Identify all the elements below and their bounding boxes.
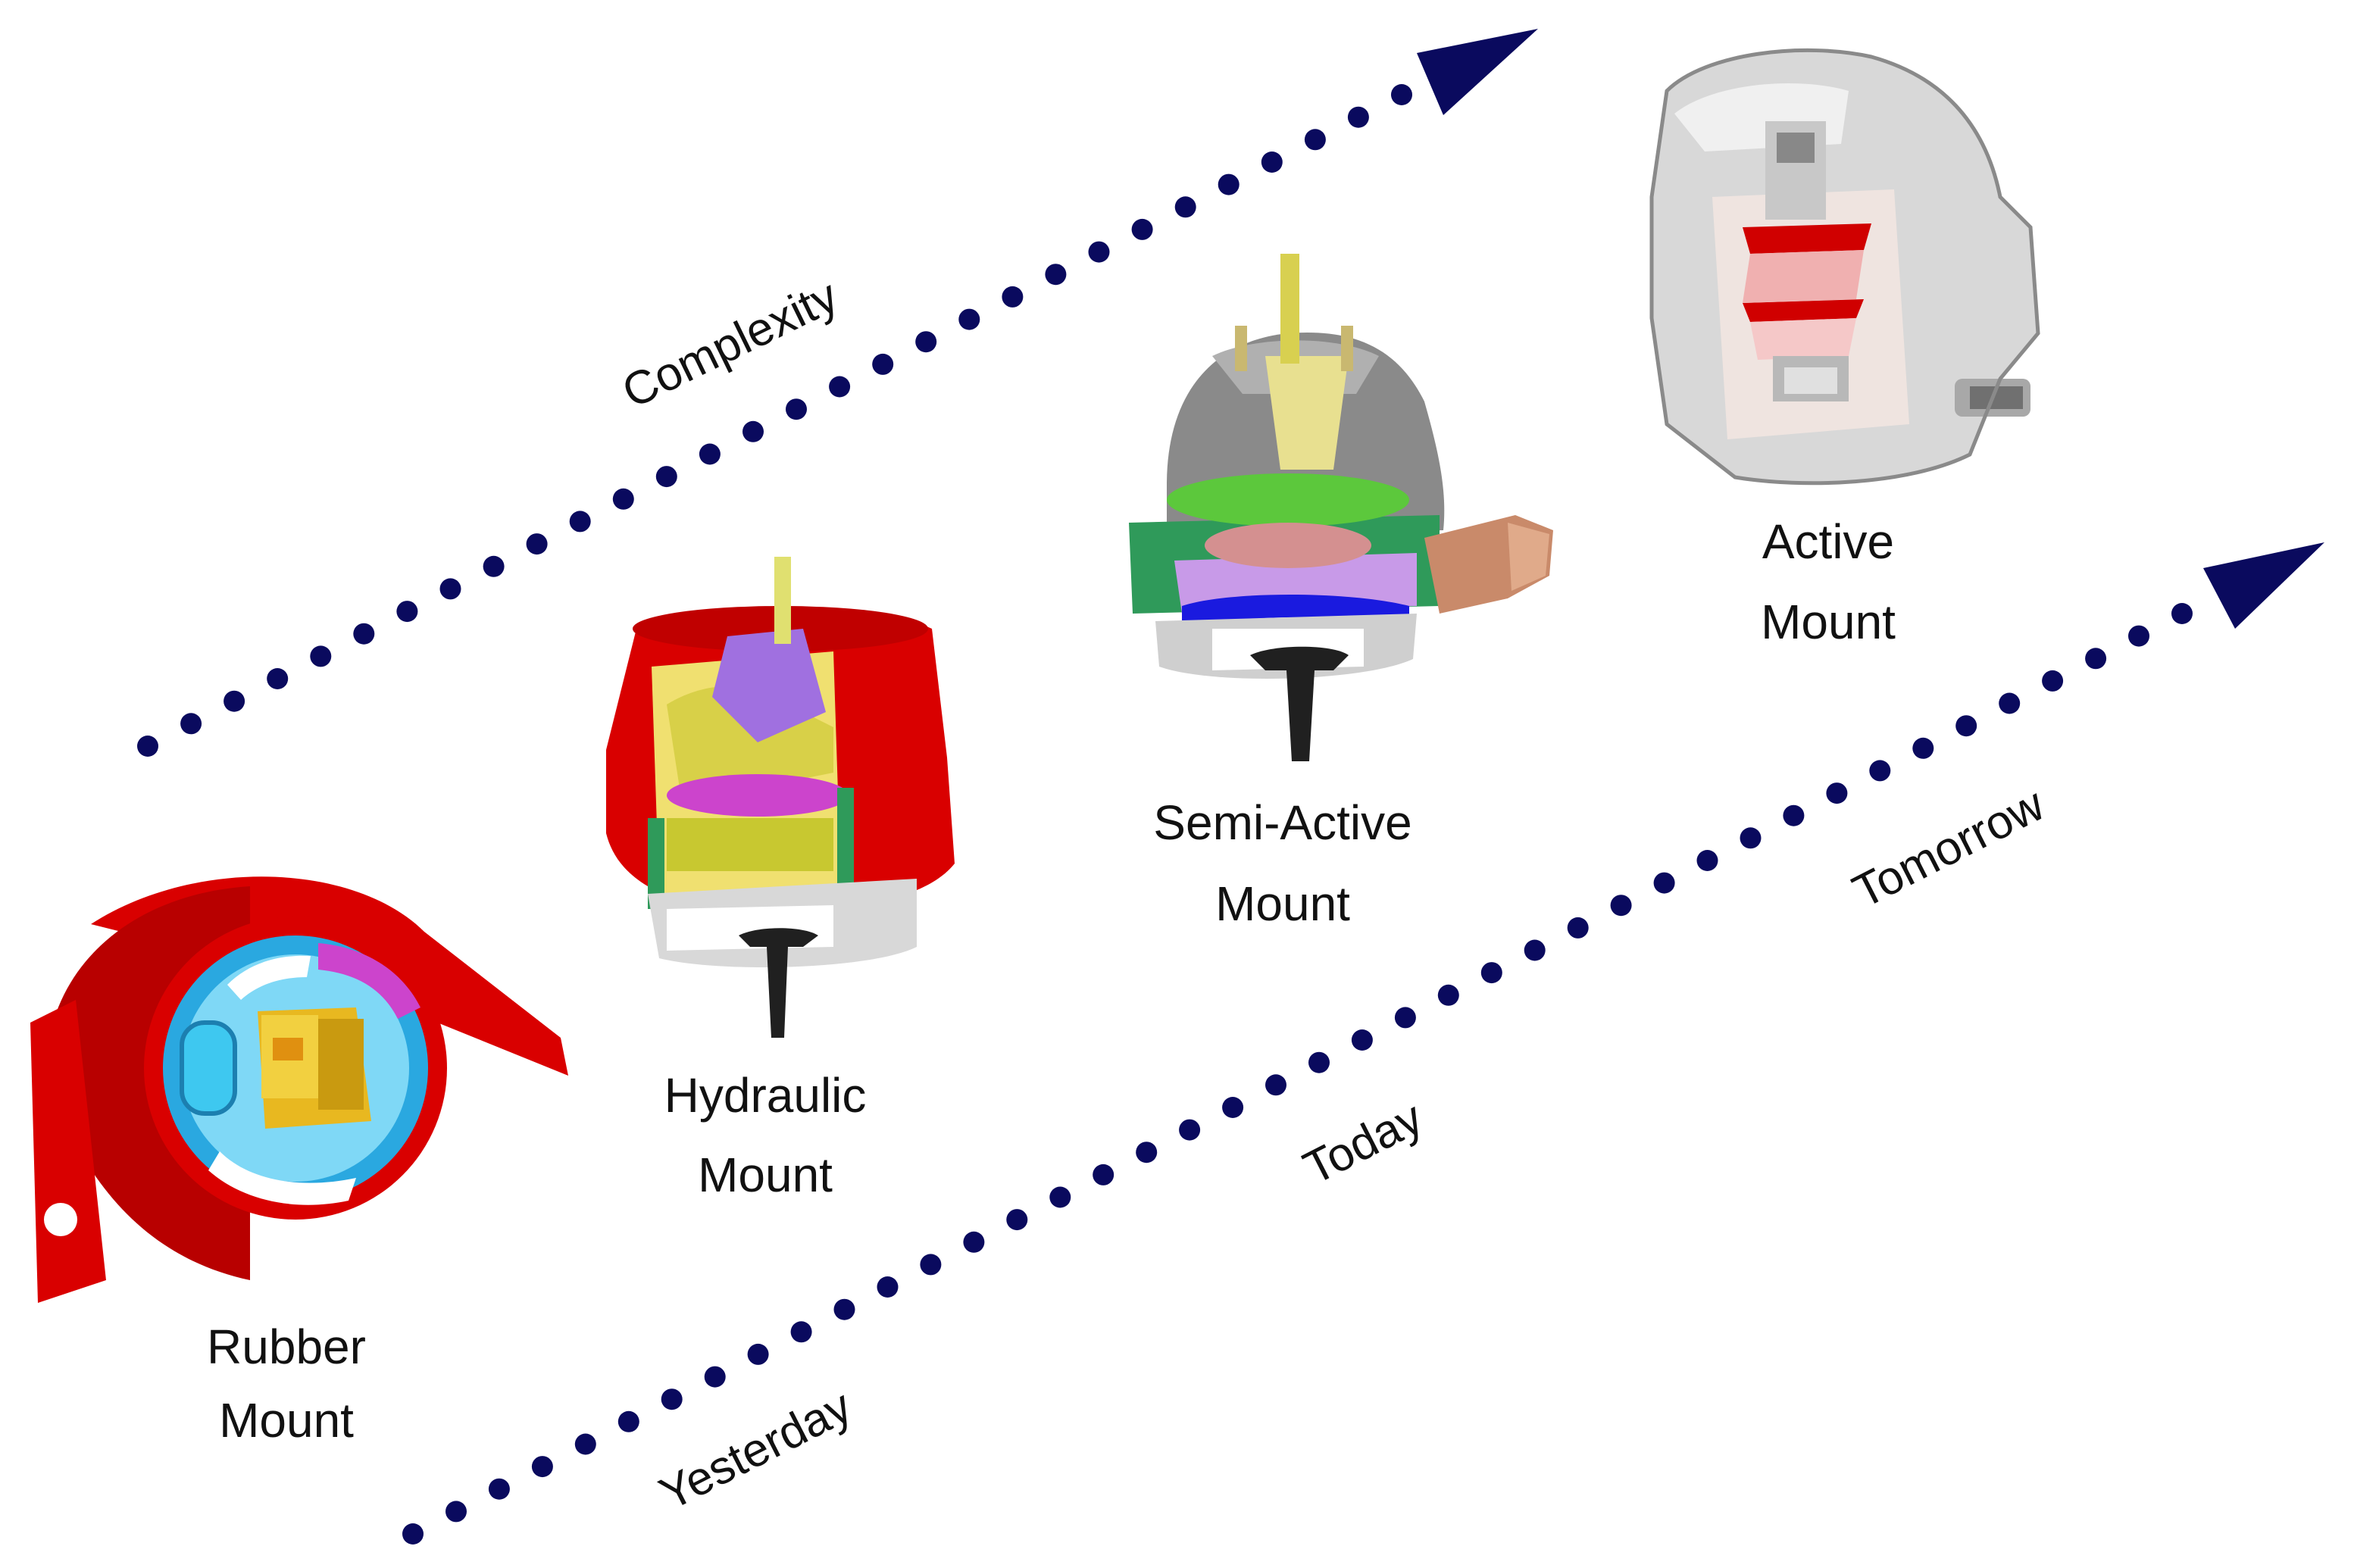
complexity-arrow-dot: [1391, 84, 1412, 105]
complexity-arrow-dot: [1002, 286, 1024, 308]
time-arrow-dot: [790, 1321, 812, 1343]
time-arrow-dot: [1049, 1186, 1071, 1208]
time-arrow-dot: [747, 1343, 769, 1365]
time-arrow-dot: [617, 1410, 639, 1432]
complexity-arrow-dot: [1045, 264, 1067, 286]
active-mount-label-line2: Mount: [1761, 595, 1896, 649]
semi-active-mount-label-line2: Mount: [1215, 876, 1350, 931]
time-arrow-dot: [1653, 872, 1675, 894]
complexity-arrow-dot: [224, 690, 245, 712]
complexity-arrow-dot: [137, 736, 158, 757]
complexity-arrow-dot: [1304, 129, 1326, 151]
time-arrow-dot: [963, 1231, 985, 1253]
active-mount-label-line1: Active: [1762, 514, 1894, 569]
time-arrow-dot: [531, 1456, 553, 1478]
time-arrow-dot: [833, 1298, 855, 1320]
semi-active-mount-label-line1: Semi-Active: [1153, 795, 1411, 850]
complexity-arrow-dot: [526, 533, 548, 555]
rubber-mount-icon: [30, 876, 568, 1303]
time-arrow-dot: [2042, 670, 2064, 692]
complexity-arrowhead: [1417, 29, 1538, 115]
complexity-arrow-dot: [655, 466, 677, 488]
complexity-arrow-dot: [1218, 173, 1240, 195]
complexity-arrow-dot: [1174, 196, 1196, 218]
complexity-arrow-dot: [1131, 218, 1153, 240]
time-arrow-dot: [1783, 804, 1805, 826]
time-arrow-dot: [1826, 782, 1848, 804]
time-arrow-dot: [1610, 895, 1632, 917]
time-arrow-dot: [488, 1478, 510, 1500]
yesterday-label: Yesterday: [652, 1380, 860, 1521]
time-arrow-dot: [1222, 1097, 1244, 1118]
rubber-mount-label-line1: Rubber: [207, 1320, 366, 1374]
complexity-arrow-dot: [396, 601, 418, 623]
time-arrow-dot: [1999, 692, 2021, 714]
complexity-dots: [137, 84, 1412, 757]
time-arrow-dot: [1524, 939, 1546, 961]
time-arrow-dot: [1955, 715, 1977, 737]
time-arrow-dot: [877, 1276, 899, 1298]
time-arrow-dot: [1351, 1029, 1373, 1051]
complexity-arrow-dot: [267, 668, 289, 689]
time-arrow-dot: [1179, 1119, 1201, 1141]
complexity-arrow-dot: [786, 398, 807, 420]
complexity-arrow-dot: [353, 623, 375, 645]
complexity-arrow-dot: [829, 376, 851, 398]
hydraulic-mount-label-line2: Mount: [698, 1148, 833, 1202]
complexity-arrow-dot: [699, 443, 721, 465]
time-arrow-dot: [1093, 1164, 1114, 1185]
complexity-label: Complexity: [614, 270, 846, 418]
time-arrow-dot: [1696, 850, 1718, 871]
time-arrow-dot: [661, 1388, 683, 1410]
time-arrow-dot: [1006, 1209, 1028, 1231]
complexity-arrow-dot: [1088, 241, 1110, 263]
time-arrow-dot: [2085, 648, 2107, 670]
semi-active-mount-icon: [1129, 254, 1553, 761]
today-label: Today: [1296, 1092, 1431, 1195]
time-arrow-dot: [2128, 625, 2149, 647]
time-arrow-dot: [402, 1523, 424, 1545]
complexity-arrow-dot: [180, 713, 202, 735]
rubber-mount-label-line2: Mount: [219, 1393, 354, 1448]
complexity-arrow-dot: [439, 578, 461, 600]
time-arrowhead: [2203, 542, 2324, 629]
complexity-arrow-dot: [612, 488, 634, 510]
time-arrow-dot: [1567, 917, 1589, 939]
time-arrow-dot: [1912, 737, 1934, 759]
complexity-arrow-dot: [569, 511, 591, 533]
complexity-arrow-dot: [872, 353, 894, 375]
time-arrow-dot: [1265, 1074, 1286, 1096]
time-arrow: [402, 542, 2324, 1545]
hydraulic-mount-icon: [606, 557, 955, 1038]
time-arrow-dot: [704, 1366, 726, 1388]
time-arrow-dot: [1394, 1007, 1416, 1029]
complexity-arrow-dot: [1261, 151, 1283, 173]
time-arrow-dot: [920, 1254, 942, 1276]
active-mount-icon: [1649, 48, 2040, 486]
time-arrow-dot: [574, 1433, 596, 1455]
time-arrow-dot: [1308, 1051, 1330, 1073]
time-dots: [402, 603, 2193, 1545]
time-arrow-dot: [1480, 962, 1502, 984]
complexity-arrow-dot: [915, 331, 937, 353]
complexity-arrow-dot: [958, 308, 980, 330]
time-arrow-dot: [1740, 827, 1762, 849]
time-arrow-dot: [1136, 1142, 1158, 1164]
complexity-arrow-dot: [1347, 106, 1369, 128]
hydraulic-mount-label-line1: Hydraulic: [664, 1068, 867, 1123]
complexity-arrow-dot: [483, 555, 505, 577]
time-arrow-dot: [445, 1501, 467, 1523]
tomorrow-label: Tomorrow: [1845, 778, 2052, 918]
complexity-arrow-dot: [310, 645, 332, 667]
time-arrow-dot: [1869, 760, 1891, 782]
complexity-arrow: [137, 29, 1538, 757]
time-arrow-dot: [1437, 984, 1459, 1006]
time-arrow-dot: [2171, 603, 2193, 624]
complexity-arrow-dot: [742, 420, 764, 442]
